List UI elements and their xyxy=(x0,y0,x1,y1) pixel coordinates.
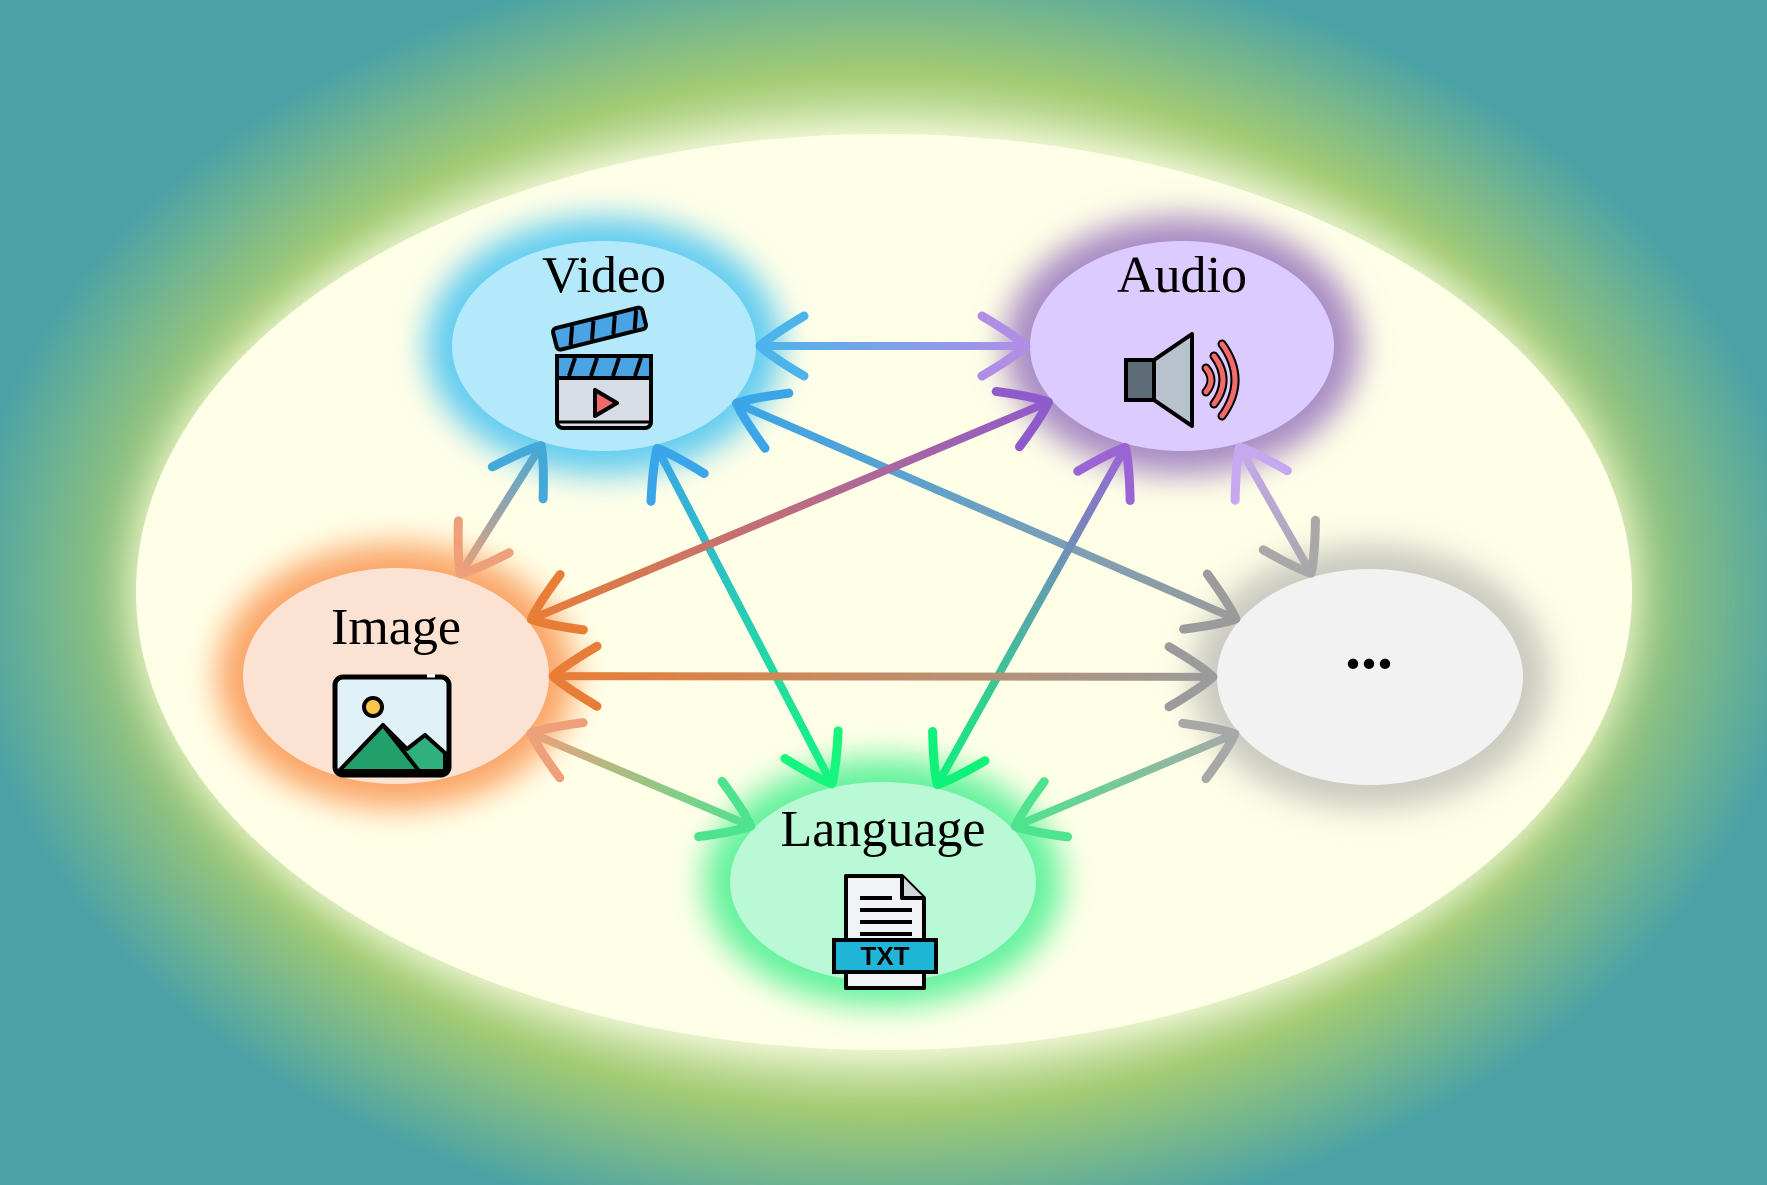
edge-line xyxy=(1011,729,1239,831)
arrowhead-language xyxy=(928,727,990,790)
edge-audio-other xyxy=(1230,442,1320,578)
edge-video-audio xyxy=(755,311,1031,381)
image-label: Image xyxy=(331,599,461,656)
arrowhead-image xyxy=(526,570,588,635)
video-label: Video xyxy=(542,247,666,304)
arrowhead-audio xyxy=(977,311,1031,381)
video-ellipse xyxy=(452,241,756,451)
edge-line xyxy=(653,444,836,788)
arrowhead-video xyxy=(732,388,794,453)
video-node: Video xyxy=(542,247,666,430)
speaker-icon xyxy=(1124,332,1240,428)
image-node: Image xyxy=(331,599,461,778)
arrowhead-language xyxy=(694,776,756,842)
edge-language-other xyxy=(1010,718,1240,842)
arrowhead-video xyxy=(755,311,809,381)
edge-line xyxy=(933,443,1130,789)
edge-line xyxy=(732,399,1240,624)
arrowhead-video xyxy=(646,443,709,506)
clapperboard-icon xyxy=(551,305,653,430)
edge-line xyxy=(1235,443,1316,578)
arrowhead-image xyxy=(526,718,588,783)
edges xyxy=(453,311,1320,842)
edge-image-language xyxy=(526,718,756,842)
edge-video-image xyxy=(453,441,548,579)
svg-text:TXT: TXT xyxy=(860,941,909,971)
edge-audio-image xyxy=(526,386,1053,635)
language-node: Language TXT xyxy=(780,801,986,990)
arrowhead-video xyxy=(487,441,548,504)
edge-video-language xyxy=(646,443,843,789)
picture-icon xyxy=(332,674,452,778)
language-label: Language xyxy=(780,801,985,858)
arrowhead-other xyxy=(1178,718,1240,784)
audio-label: Audio xyxy=(1117,247,1247,304)
audio-node: Audio xyxy=(1117,247,1247,428)
arrowhead-audio xyxy=(1073,442,1135,506)
arrowhead-language xyxy=(1010,777,1073,842)
edge-line xyxy=(548,672,1218,681)
arrowhead-image xyxy=(548,641,602,711)
arrowhead-other xyxy=(1179,569,1241,634)
edge-line xyxy=(527,398,1053,624)
edge-image-other xyxy=(548,641,1218,712)
arrowhead-audio xyxy=(1230,442,1292,505)
edge-audio-language xyxy=(928,442,1135,790)
arrowhead-audio xyxy=(991,386,1053,452)
arrowhead-language xyxy=(780,726,843,789)
edge-line xyxy=(456,441,546,578)
other-node: ... xyxy=(1345,611,1393,682)
edge-line xyxy=(526,729,755,831)
edge-video-other xyxy=(732,388,1241,634)
other-ellipse xyxy=(1217,569,1523,785)
arrowhead-other xyxy=(1164,642,1218,712)
arrowhead-image xyxy=(453,516,514,579)
other-label: ... xyxy=(1345,611,1393,682)
txt-file-icon: TXT xyxy=(832,874,938,990)
arrowhead-other xyxy=(1258,515,1320,578)
